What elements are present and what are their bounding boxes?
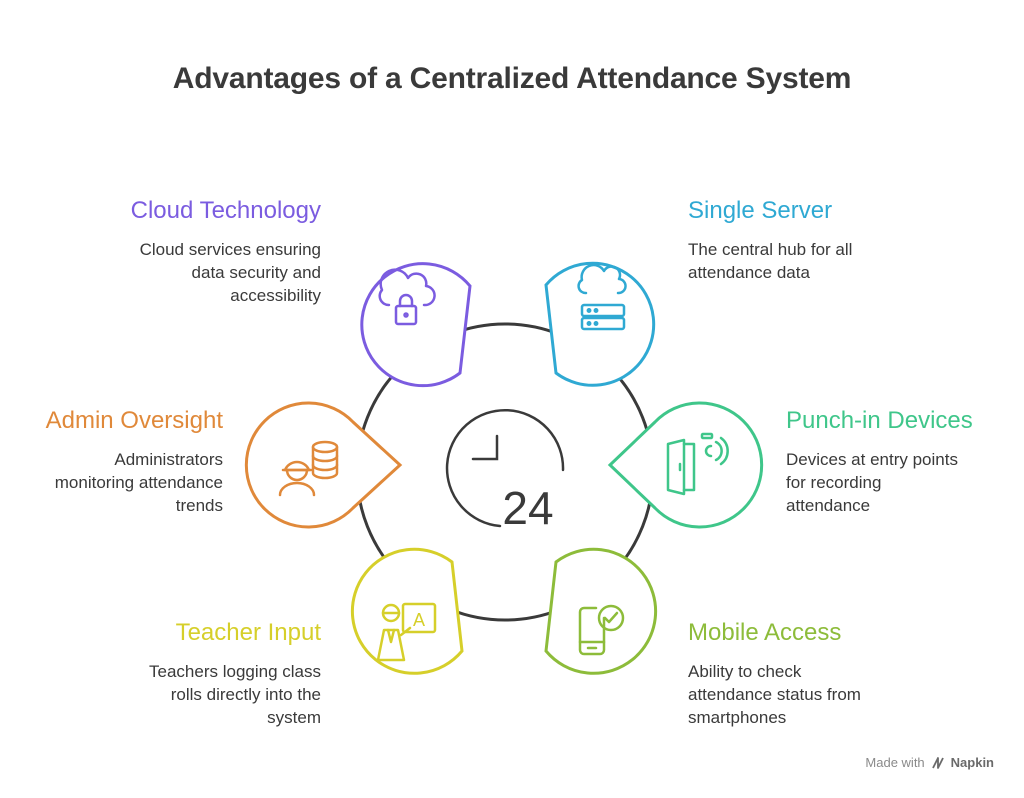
svg-text:A: A [413,610,425,630]
cloud-technology-block: Cloud Technology Cloud services ensuring… [61,197,321,307]
teacher-input-heading: Teacher Input [175,619,321,646]
cloud-technology-description: Cloud services ensuring data security an… [139,240,321,306]
admin-oversight-heading: Admin Oversight [45,407,223,434]
teacher-input-description: Teachers logging class rolls directly in… [149,662,321,728]
server-cloud-icon [577,263,627,331]
single-server-heading: Single Server [688,197,833,224]
teacher-input-block: Teacher Input Teachers logging class rol… [61,619,321,729]
mobile-check-icon [578,604,625,656]
single-server-description: The central hub for all attendance data [688,240,853,283]
mobile-access-heading: Mobile Access [688,619,842,646]
punch-in-devices-description: Devices at entry points for recording at… [786,450,958,516]
clock-24-icon [445,408,565,528]
napkin-brand-label: Napkin [950,755,994,770]
punch-in-devices-block: Punch-in Devices Devices at entry points… [786,407,1011,517]
cloud-technology-heading: Cloud Technology [130,197,321,224]
single-server-block: Single Server The central hub for all at… [688,197,968,284]
footer-attribution: Made with Napkin [865,755,994,770]
napkin-logo-icon [931,756,944,769]
punch-in-devices-heading: Punch-in Devices [786,407,973,434]
single-server-pin [544,261,656,387]
page-title: Advantages of a Centralized Attendance S… [172,62,852,95]
admin-oversight-description: Administrators monitoring attendance tre… [54,450,223,516]
teacher-board-icon: A [376,602,437,662]
door-sensor-icon [666,432,729,496]
admin-oversight-block: Admin Oversight Administrators monitorin… [3,407,223,517]
made-with-label: Made with [865,755,925,770]
teacher-input-pin [350,547,464,675]
mobile-access-description: Ability to check attendance status from … [688,662,861,728]
mobile-access-block: Mobile Access Ability to check attendanc… [688,619,968,729]
clock-24-label: 24 [502,482,553,534]
cloud-lock-icon [378,268,436,326]
punch-in-devices-pin [607,401,764,529]
admin-database-icon [278,440,339,497]
admin-oversight-pin [244,401,403,529]
